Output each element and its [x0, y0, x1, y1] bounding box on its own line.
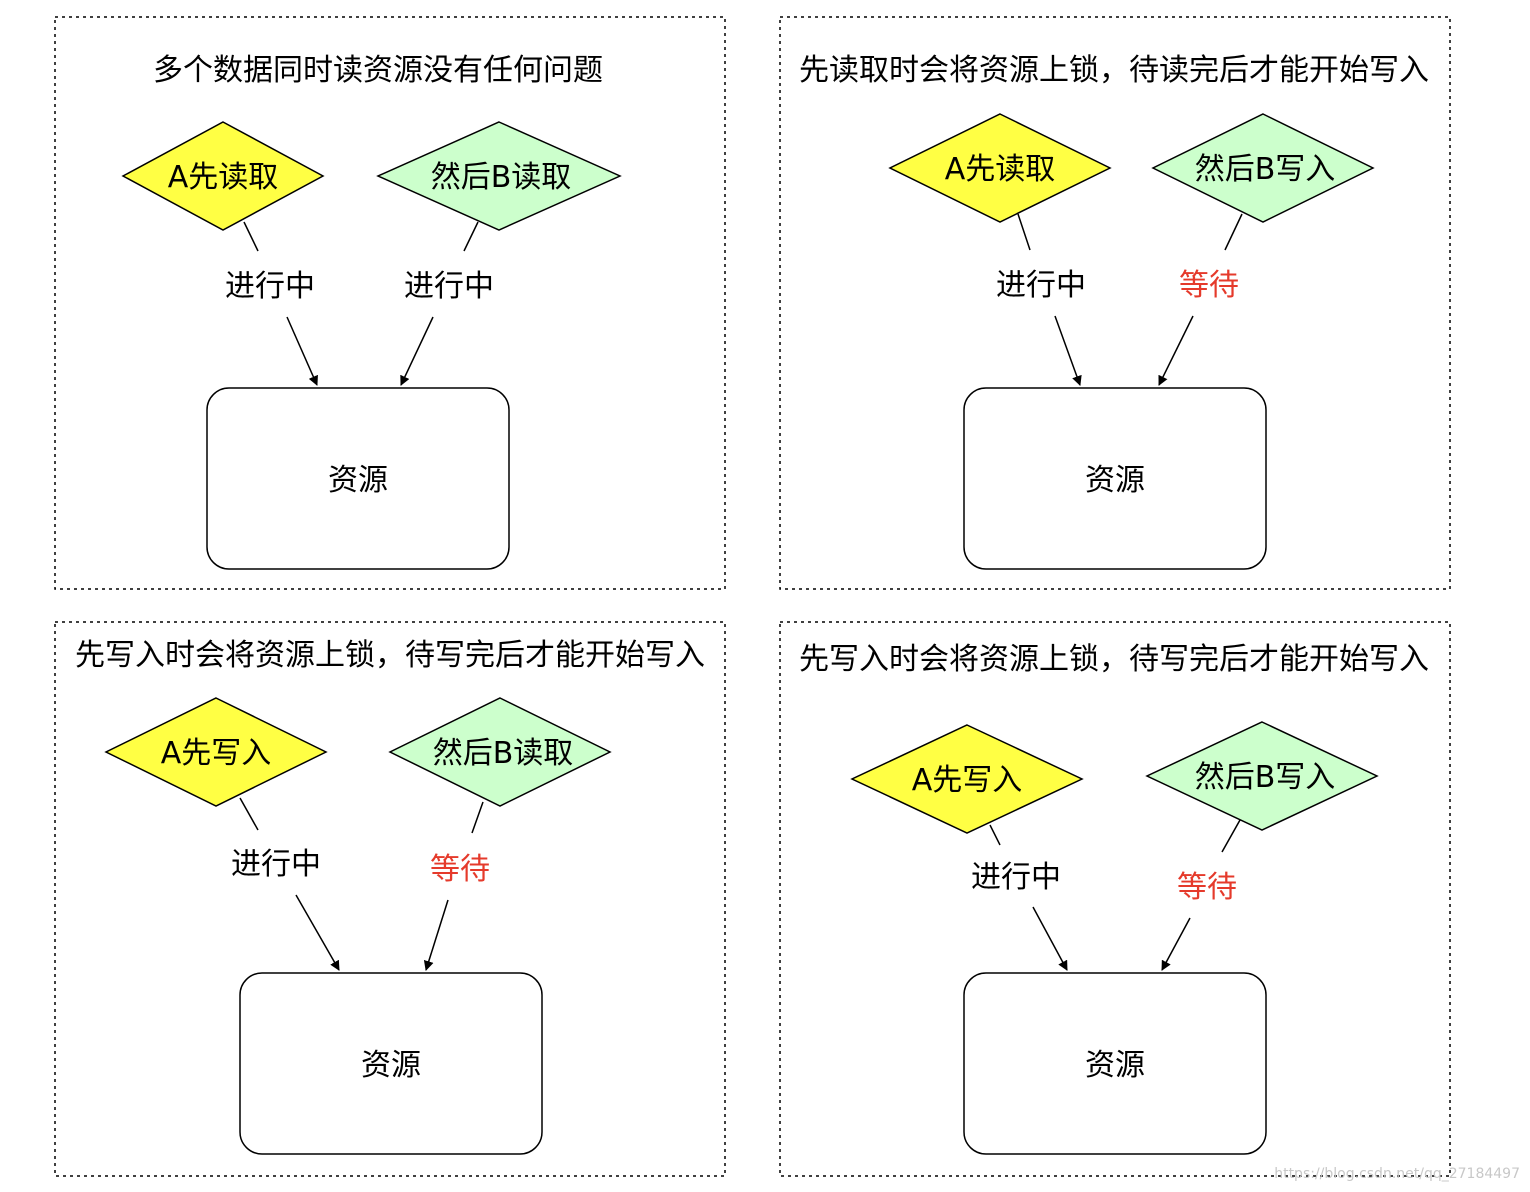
panel-2: 先读取时会将资源上锁，待读完后才能开始写入 A先读取 然后B写入 进行中 等待 … — [779, 16, 1451, 590]
panel-4-second-label: 然后B写入 — [1195, 760, 1336, 795]
panel-3-resource-box — [239, 972, 543, 1155]
panel-2-frame — [779, 16, 1451, 590]
panel-1-resource-label: 资源 — [328, 463, 388, 498]
panel-4-title: 先写入时会将资源上锁，待写完后才能开始写入 — [799, 642, 1429, 677]
panel-1-second-connector — [463, 221, 479, 252]
panel-4-second-arrow — [1161, 917, 1191, 971]
panel-3-resource-label: 资源 — [361, 1048, 421, 1083]
panel-1-first-diamond — [121, 121, 325, 231]
panel-1: 多个数据同时读资源没有任何问题 A先读取 然后B读取 进行中 进行中 资源 — [54, 16, 726, 590]
panel-3-first-connector — [239, 797, 259, 831]
panel-2-resource-label: 资源 — [1085, 463, 1145, 498]
panel-4: 先写入时会将资源上锁，待写完后才能开始写入 A先写入 然后B写入 进行中 等待 … — [779, 621, 1451, 1177]
panel-1-resource-box — [206, 387, 510, 570]
panel-1-second-arrow — [400, 316, 434, 386]
panel-2-resource-box — [963, 387, 1267, 570]
panel-2-title: 先读取时会将资源上锁，待读完后才能开始写入 — [799, 53, 1429, 88]
panel-2-second-state: 等待 — [1179, 268, 1239, 303]
panel-3-first-label: A先写入 — [161, 736, 272, 771]
panel-3-second-connector — [471, 801, 484, 834]
panel-3-second-state: 等待 — [430, 852, 490, 887]
panel-1-title: 多个数据同时读资源没有任何问题 — [153, 53, 603, 88]
panel-4-resource-label: 资源 — [1085, 1048, 1145, 1083]
panel-4-frame — [779, 621, 1451, 1177]
panel-4-first-arrow — [1032, 906, 1068, 971]
panel-1-second-state: 进行中 — [404, 269, 494, 304]
panel-1-second-diamond — [376, 121, 622, 231]
panel-2-second-label: 然后B写入 — [1195, 152, 1336, 187]
panel-3-second-arrow — [423, 899, 449, 971]
panel-2-first-connector — [1017, 213, 1031, 251]
panel-2-second-diamond — [1151, 113, 1375, 223]
panel-4-second-diamond — [1145, 721, 1379, 831]
panel-2-first-arrow — [1054, 315, 1082, 386]
panel-1-first-state: 进行中 — [225, 269, 315, 304]
panel-4-first-connector — [989, 824, 1001, 846]
panel-3-second-diamond — [388, 697, 612, 807]
panel-3-second-label: 然后B读取 — [433, 736, 574, 771]
panel-3-first-diamond — [104, 697, 328, 807]
panel-1-second-label: 然后B读取 — [431, 160, 572, 195]
panel-2-first-state: 进行中 — [996, 268, 1086, 303]
panel-2-second-connector — [1224, 213, 1243, 251]
panel-4-first-state: 进行中 — [971, 860, 1061, 895]
panel-1-first-label: A先读取 — [168, 160, 279, 195]
panel-2-first-diamond — [888, 113, 1112, 223]
panel-4-second-connector — [1221, 819, 1241, 853]
panel-4-first-diamond — [850, 724, 1084, 834]
panel-4-first-label: A先写入 — [912, 763, 1023, 798]
watermark: https://blog.csdn.net/qq_27184497 — [1274, 1166, 1520, 1182]
panel-2-second-arrow — [1158, 315, 1194, 386]
panel-1-frame — [54, 16, 726, 590]
panel-3-first-arrow — [295, 894, 340, 971]
panel-3-first-state: 进行中 — [231, 847, 321, 882]
panel-4-resource-box — [963, 972, 1267, 1155]
panel-4-second-state: 等待 — [1177, 870, 1237, 905]
panel-3-title: 先写入时会将资源上锁，待写完后才能开始写入 — [75, 638, 705, 673]
panel-2-first-label: A先读取 — [945, 152, 1056, 187]
panel-3-frame — [54, 621, 726, 1177]
panel-1-first-connector — [243, 221, 259, 252]
panel-3: 先写入时会将资源上锁，待写完后才能开始写入 A先写入 然后B读取 进行中 等待 … — [54, 621, 726, 1177]
panel-1-first-arrow — [286, 316, 318, 386]
